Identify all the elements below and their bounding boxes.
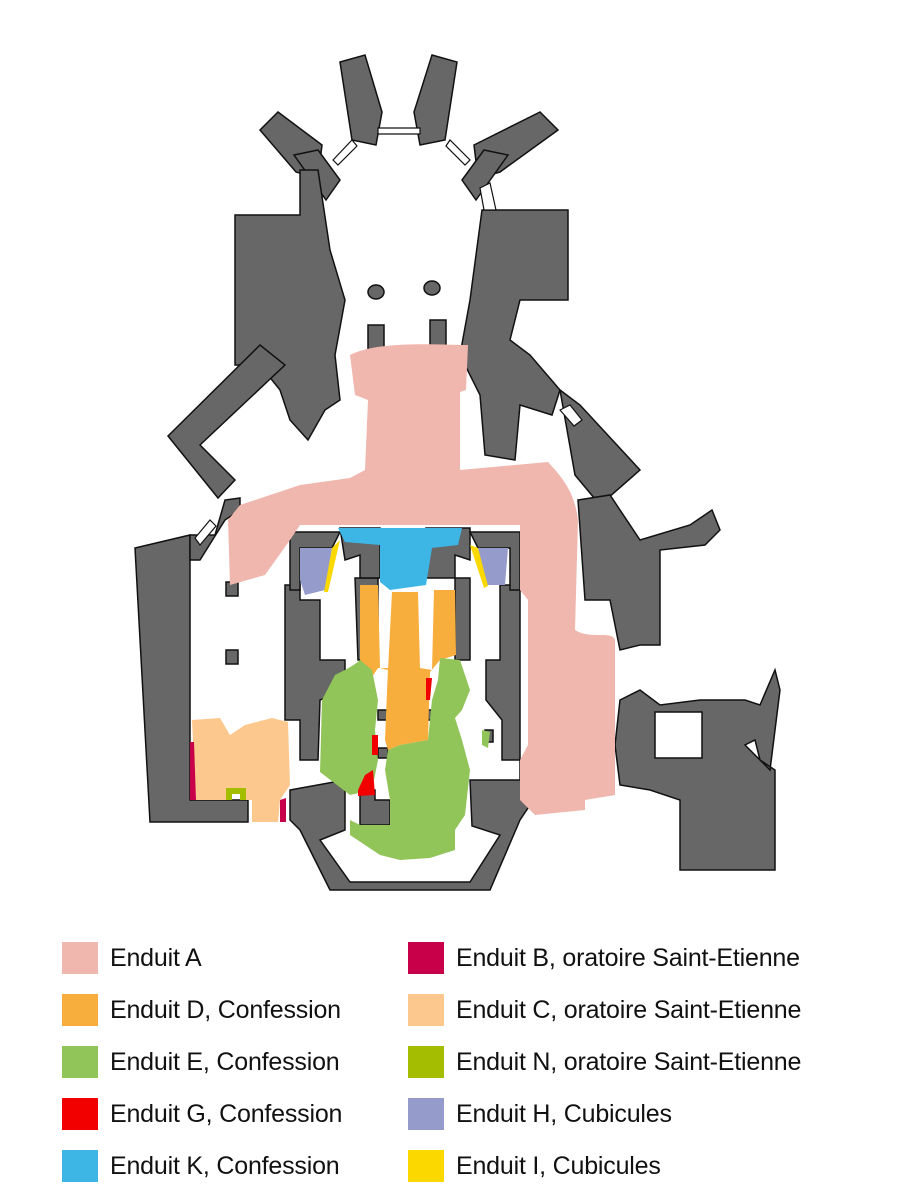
legend-item-enduit-g: Enduit G, Confession bbox=[62, 1088, 342, 1140]
zone-enduit-h-right bbox=[478, 548, 508, 585]
zone-enduit-k bbox=[338, 528, 462, 590]
legend-item-enduit-c: Enduit C, oratoire Saint-Etienne bbox=[408, 984, 801, 1036]
legend-label: Enduit K, Confession bbox=[110, 1151, 340, 1180]
zone-enduit-d bbox=[360, 585, 456, 750]
legend-right-column: Enduit B, oratoire Saint-Etienne Enduit … bbox=[408, 932, 801, 1192]
legend-label: Enduit I, Cubicules bbox=[456, 1151, 661, 1180]
zone-enduit-i-right bbox=[470, 545, 488, 588]
zone-enduit-n bbox=[226, 788, 246, 800]
openings bbox=[194, 127, 583, 546]
zone-enduit-i-left bbox=[324, 540, 340, 592]
legend-label: Enduit A bbox=[110, 943, 202, 972]
zone-enduit-h-left bbox=[300, 548, 332, 595]
legend-item-enduit-i: Enduit I, Cubicules bbox=[408, 1140, 801, 1192]
swatch-enduit-n bbox=[408, 1046, 444, 1078]
legend-item-enduit-k: Enduit K, Confession bbox=[62, 1140, 342, 1192]
legend-item-enduit-h: Enduit H, Cubicules bbox=[408, 1088, 801, 1140]
zone-enduit-e bbox=[320, 658, 490, 860]
legend-item-enduit-a: Enduit A bbox=[62, 932, 342, 984]
floor-plan bbox=[134, 54, 781, 891]
swatch-enduit-c bbox=[408, 994, 444, 1026]
swatch-enduit-i bbox=[408, 1150, 444, 1182]
legend-label: Enduit H, Cubicules bbox=[456, 1099, 672, 1128]
legend-label: Enduit D, Confession bbox=[110, 995, 341, 1024]
legend-left-column: Enduit A Enduit D, Confession Enduit E, … bbox=[62, 932, 342, 1192]
legend-item-enduit-e: Enduit E, Confession bbox=[62, 1036, 342, 1088]
zone-enduit-g bbox=[358, 678, 432, 796]
legend-item-enduit-b: Enduit B, oratoire Saint-Etienne bbox=[408, 932, 801, 984]
legend-item-enduit-n: Enduit N, oratoire Saint-Etienne bbox=[408, 1036, 801, 1088]
swatch-enduit-d bbox=[62, 994, 98, 1026]
legend-item-enduit-d: Enduit D, Confession bbox=[62, 984, 342, 1036]
swatch-enduit-e bbox=[62, 1046, 98, 1078]
swatch-enduit-a bbox=[62, 942, 98, 974]
zone-enduit-a bbox=[228, 344, 615, 815]
swatch-enduit-k bbox=[62, 1150, 98, 1182]
legend-label: Enduit N, oratoire Saint-Etienne bbox=[456, 1047, 802, 1076]
plaster-zones bbox=[190, 344, 615, 860]
legend-label: Enduit G, Confession bbox=[110, 1099, 343, 1128]
swatch-enduit-b bbox=[408, 942, 444, 974]
legend-label: Enduit E, Confession bbox=[110, 1047, 340, 1076]
legend-label: Enduit B, oratoire Saint-Etienne bbox=[456, 943, 800, 972]
legend-label: Enduit C, oratoire Saint-Etienne bbox=[456, 995, 802, 1024]
swatch-enduit-h bbox=[408, 1098, 444, 1130]
swatch-enduit-g bbox=[62, 1098, 98, 1130]
zone-enduit-c bbox=[192, 718, 290, 822]
